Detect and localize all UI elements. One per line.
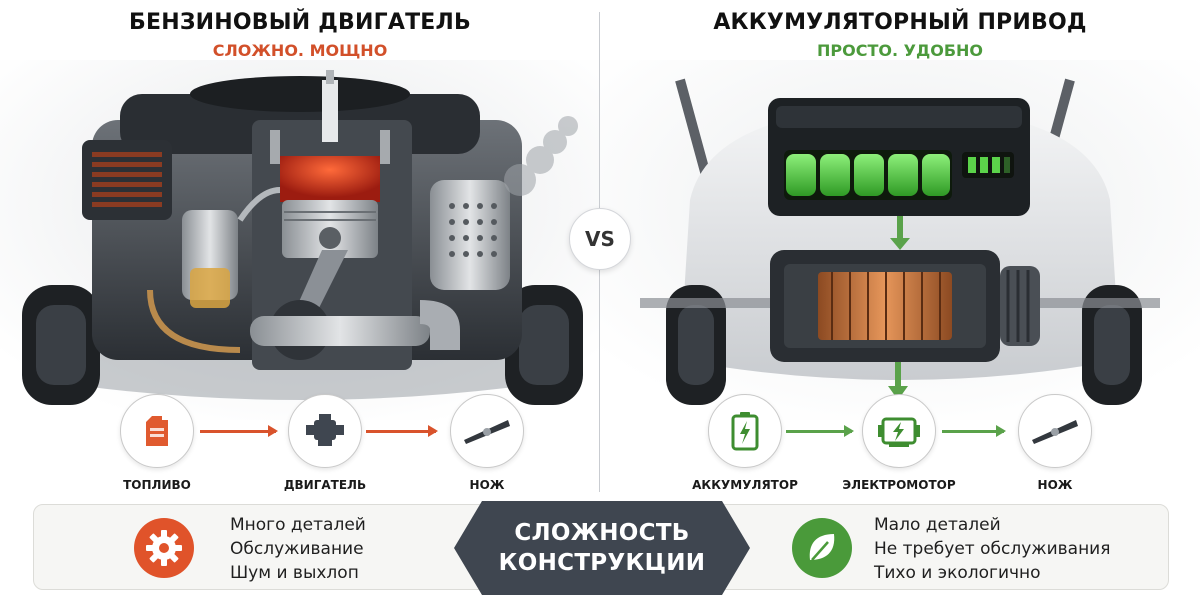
- motor-label: ЭЛЕКТРОМОТОР: [842, 478, 956, 492]
- feature-item: Много деталей: [230, 515, 366, 535]
- battery-features: Мало деталей Не требует обслуживания Тих…: [750, 505, 1170, 591]
- gasoline-panel: БЕНЗИНОВЫЙ ДВИГАТЕЛЬ СЛОЖНО. МОЩНО: [0, 10, 600, 492]
- engine-label: ДВИГАТЕЛЬ: [283, 478, 367, 492]
- blade-label-right: НОЖ: [1037, 478, 1073, 492]
- battery-subtitle: ПРОСТО. УДОБНО: [817, 41, 983, 60]
- feature-item: Обслуживание: [230, 539, 364, 559]
- feature-item: Не требует обслуживания: [874, 539, 1111, 559]
- gasoline-title: БЕНЗИНОВЫЙ ДВИГАТЕЛЬ: [129, 10, 471, 35]
- battery-feature-list: Мало деталей Не требует обслуживания Тих…: [874, 513, 1110, 585]
- gasoline-feature-list: Много деталей Обслуживание Шум и выхлоп: [230, 513, 366, 585]
- feature-item: Шум и выхлоп: [230, 563, 359, 583]
- construction-complexity-badge: СЛОЖНОСТЬ КОНСТРУКЦИИ: [454, 501, 750, 595]
- fuel-node: [120, 394, 194, 468]
- feature-item: Мало деталей: [874, 515, 1001, 535]
- leaf-icon: [809, 534, 835, 561]
- electric-motor-icon: [878, 417, 920, 447]
- flow-arrow-1: [200, 425, 278, 437]
- gasoline-features: Много деталей Обслуживание Шум и выхлоп: [34, 505, 454, 591]
- leaf-icon-badge: [792, 518, 852, 578]
- gear-icon-badge: [134, 518, 194, 578]
- vs-badge: VS: [569, 208, 631, 270]
- blade-icon: [1032, 420, 1078, 444]
- gasoline-subtitle: СЛОЖНО. МОЩНО: [212, 41, 388, 60]
- motor-node: [862, 394, 936, 468]
- blade-node-right: [1018, 394, 1092, 468]
- fuel-label: ТОПЛИВО: [123, 478, 191, 492]
- battery-title: АККУМУЛЯТОРНЫЙ ПРИВОД: [713, 10, 1087, 35]
- gasoline-engine-illustration: [0, 60, 600, 420]
- battery-icon: [731, 412, 759, 451]
- gasoline-heading: БЕНЗИНОВЫЙ ДВИГАТЕЛЬ СЛОЖНО. МОЩНО: [0, 10, 600, 60]
- engine-icon: [306, 414, 344, 446]
- feature-item: Тихо и экологично: [874, 563, 1041, 583]
- battery-drive-illustration: [600, 60, 1200, 420]
- gear-icon: [146, 530, 182, 566]
- badge-line-1: СЛОЖНОСТЬ: [514, 520, 690, 546]
- blade-node-left: [450, 394, 524, 468]
- battery-label: АККУМУЛЯТОР: [692, 478, 798, 492]
- badge-text: СЛОЖНОСТЬ КОНСТРУКЦИИ: [454, 501, 750, 595]
- battery-panel: АККУМУЛЯТОРНЫЙ ПРИВОД ПРОСТО. УДОБНО: [600, 0, 1200, 600]
- battery-node: [708, 394, 782, 468]
- badge-shape: [454, 501, 750, 595]
- comparison-bar: Много деталей Обслуживание Шум и выхлоп …: [33, 501, 1170, 595]
- flow-arrow-2: [366, 425, 438, 437]
- blade-icon: [464, 420, 510, 444]
- engine-node: [288, 394, 362, 468]
- left-wheel: [22, 285, 100, 405]
- fuel-canister-icon: [146, 416, 168, 446]
- blade-label-left: НОЖ: [469, 478, 505, 492]
- flow-arrow-4: [942, 425, 1006, 437]
- badge-line-2: КОНСТРУКЦИИ: [498, 550, 706, 576]
- battery-heading: АККУМУЛЯТОРНЫЙ ПРИВОД ПРОСТО. УДОБНО: [600, 10, 1200, 60]
- flow-arrow-3: [786, 425, 854, 437]
